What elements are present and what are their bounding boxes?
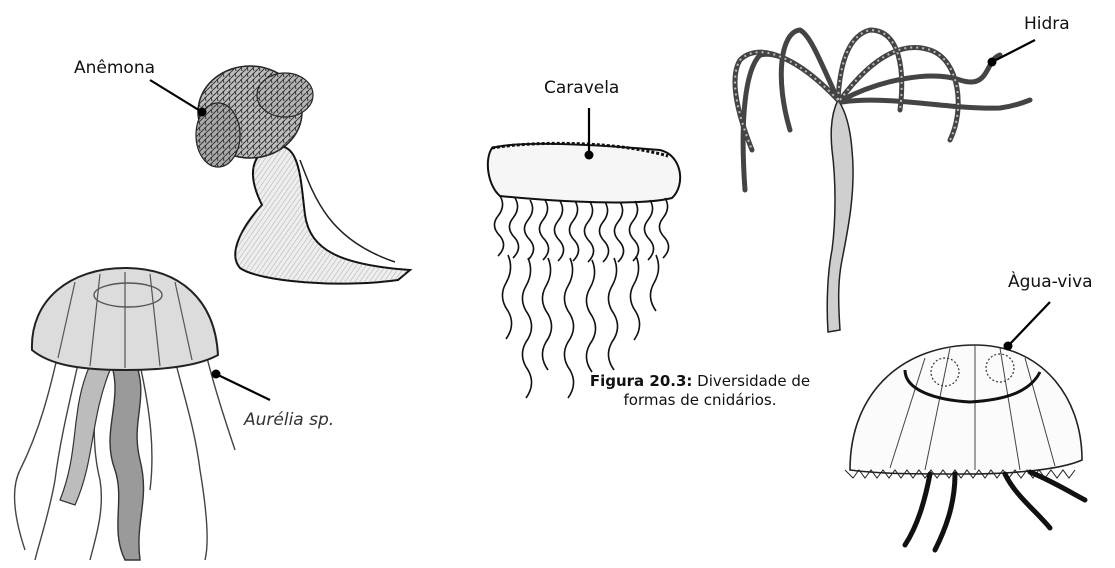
agua-viva-leader bbox=[1004, 302, 1051, 351]
aurelia-illustration bbox=[15, 268, 235, 560]
figure-caption: Figura 20.3: Diversidade de formas de cn… bbox=[570, 372, 830, 410]
anemone-leader bbox=[150, 80, 207, 117]
aurelia-leader bbox=[212, 370, 271, 401]
label-caravela: Caravela bbox=[544, 78, 619, 98]
caption-line-2: formas de cnidários. bbox=[570, 391, 830, 410]
label-agua-viva: Àgua-viva bbox=[1008, 272, 1093, 292]
label-anemona: Anêmona bbox=[74, 58, 155, 78]
hydra-illustration bbox=[735, 30, 1030, 332]
label-aurelia: Aurélia sp. bbox=[244, 410, 334, 430]
caption-line-1: Figura 20.3: Diversidade de bbox=[570, 372, 830, 391]
label-hidra: Hidra bbox=[1024, 14, 1070, 34]
hydra-leader bbox=[988, 40, 1036, 67]
caravela-illustration bbox=[488, 143, 680, 398]
caption-text-1: Diversidade de bbox=[692, 372, 810, 390]
caption-figure-number: Figura 20.3: bbox=[590, 372, 693, 390]
agua-viva-illustration bbox=[845, 345, 1085, 550]
anemone-illustration bbox=[196, 66, 410, 284]
